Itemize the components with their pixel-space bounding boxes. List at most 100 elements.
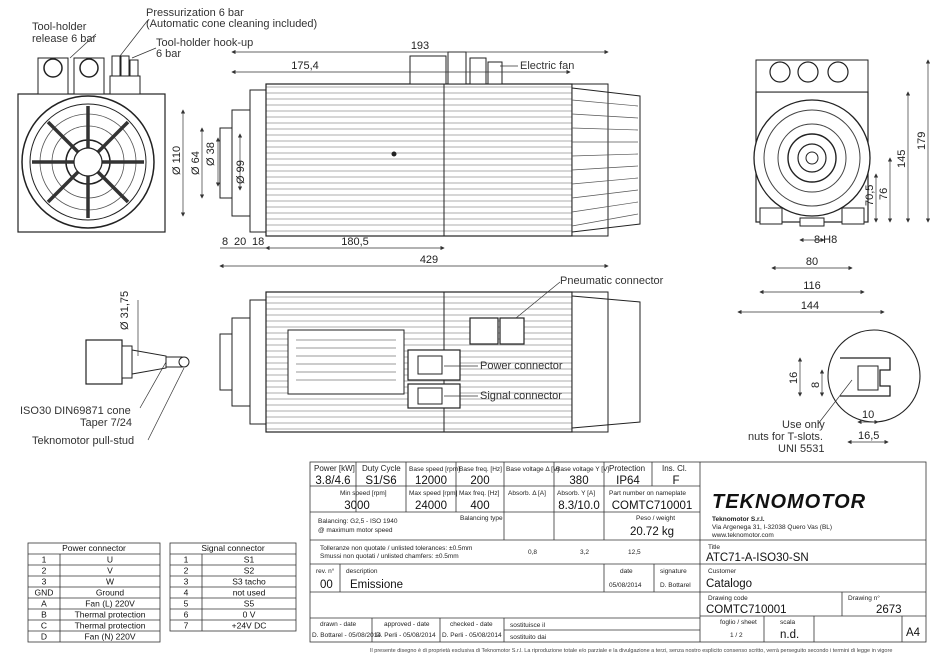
power-connector-pin: C xyxy=(41,621,47,631)
signal-connector-signal: S1 xyxy=(244,555,255,565)
tb-replaces: sostituisce il xyxy=(510,622,546,629)
tb-minspeed-h: Min speed [rpm] xyxy=(340,490,387,497)
signal-connector-signal: not used xyxy=(233,588,266,598)
tb-partno-h: Part number on nameplate xyxy=(609,490,686,497)
tb-drawno-h: Drawing n° xyxy=(848,594,880,602)
bottom-view xyxy=(219,291,641,433)
tb-baltype-h: Balancing type xyxy=(460,515,503,522)
dim-429: 429 xyxy=(420,254,438,266)
tb-ins-v: F xyxy=(672,475,679,487)
tb-rev-v: 00 xyxy=(320,579,333,591)
tb-customer-h: Customer xyxy=(708,568,737,575)
tb-drawcode-h: Drawing code xyxy=(708,595,748,602)
power-connector-pin: A xyxy=(41,599,47,609)
dim-dia38: Ø 38 xyxy=(205,142,217,166)
dim-193: 193 xyxy=(411,40,429,52)
tb-drawno-v: 2673 xyxy=(876,604,902,616)
signal-connector-title: Signal connector xyxy=(201,543,264,553)
tb-duty-v: S1/S6 xyxy=(365,475,396,487)
signal-connector-pin: 6 xyxy=(184,610,189,620)
power-connector-signal: Thermal protection xyxy=(75,621,146,631)
tb-date-h: date xyxy=(620,568,633,575)
label-pneumatic-connector: Pneumatic connector xyxy=(560,275,664,287)
dim-705: 70,5 xyxy=(864,185,876,206)
tb-company-web: www.teknomotor.com xyxy=(711,532,774,539)
tb-bvy-v: 380 xyxy=(569,475,588,487)
dim-16: 16 xyxy=(788,372,800,384)
tb-date-v: 05/08/2014 xyxy=(609,582,642,589)
label-iso30-1: ISO30 DIN69871 cone xyxy=(20,405,131,417)
tb-duty-h: Duty Cycle xyxy=(362,464,401,473)
tb-company-addr: Via Argenega 31, I-32038 Quero Vas (BL) xyxy=(712,524,832,531)
dim-20: 20 xyxy=(234,236,246,248)
tb-customer-v: Catalogo xyxy=(706,578,752,590)
tb-rev-h: rev. n° xyxy=(316,567,335,575)
tb-format: A4 xyxy=(906,627,921,639)
tb-approved-v: D. Perli - 05/08/2014 xyxy=(376,632,436,639)
signal-connector-pin: 3 xyxy=(184,577,189,587)
power-connector-title: Power connector xyxy=(62,543,126,553)
tb-balancing-2: @ maximum motor speed xyxy=(318,527,393,534)
tb-minspeed-v: 3000 xyxy=(344,500,370,512)
power-connector-pin: 1 xyxy=(42,555,47,565)
label-power-connector: Power connector xyxy=(480,360,563,372)
tb-bfreq-h: Base freq. [Hz] xyxy=(459,466,502,473)
tb-maxspeed-h: Max speed [rpm] xyxy=(409,490,458,497)
dim-8h8: 8 H8 xyxy=(814,234,837,246)
tb-prot-h: Protection xyxy=(609,464,645,473)
tb-drawcode-v: COMTC710001 xyxy=(706,604,787,616)
tb-checked-h: checked - date xyxy=(450,621,493,628)
dimension-lines xyxy=(69,19,931,445)
tb-footer: Il presente disegno è di proprietà esclu… xyxy=(370,648,892,654)
label-hookup-2: 6 bar xyxy=(156,48,181,60)
company-logo: TEKNOMOTOR xyxy=(712,491,866,513)
signal-connector-signal: S5 xyxy=(244,599,255,609)
tb-absd-h: Absorb. Δ [A] xyxy=(508,490,546,497)
dim-18: 18 xyxy=(252,236,264,248)
tb-desc-v: Emissione xyxy=(350,579,403,591)
front-view xyxy=(17,55,166,233)
tb-scale-h: scala xyxy=(780,619,796,626)
signal-connector-pin: 7 xyxy=(184,621,189,631)
tb-absy-h: Absorb. Y [A] xyxy=(557,490,595,497)
tb-sheet-h: foglio / sheet xyxy=(720,619,757,626)
signal-connector-signal: 0 V xyxy=(243,610,256,620)
tb-desc-h: description xyxy=(346,568,378,575)
dim-dia64: Ø 64 xyxy=(190,151,202,175)
tb-power-v: 3.8/4.6 xyxy=(315,475,350,487)
power-connector-pin: GND xyxy=(35,588,54,598)
signal-connector-pin: 5 xyxy=(184,599,189,609)
dim-dia99: Ø 99 xyxy=(235,160,247,184)
tool-holder-cone xyxy=(85,339,190,385)
power-connector-pin: D xyxy=(41,632,47,642)
tb-ins-h: Ins. Cl. xyxy=(662,464,687,473)
tb-maxfreq-h: Max freq. [Hz] xyxy=(459,490,500,497)
dim-179: 179 xyxy=(916,132,928,150)
dim-76: 76 xyxy=(878,188,890,200)
tb-scale-v: n.d. xyxy=(780,629,799,641)
tb-rough-2: 3,2 xyxy=(580,549,589,556)
tb-absy-v: 8.3/10.0 xyxy=(558,500,600,512)
label-pullstud: Teknomotor pull-stud xyxy=(32,435,134,447)
tb-balancing-1: Balancing: G2,5 - ISO 1940 xyxy=(318,518,398,525)
dim-116: 116 xyxy=(803,280,821,292)
tb-title-h: Title xyxy=(708,544,720,551)
tb-bvd-h: Base voltage Δ [V] xyxy=(506,466,559,473)
tb-title-v: ATC71-A-ISO30-SN xyxy=(706,552,809,564)
tb-replaced-by: sostituito dai xyxy=(510,634,546,641)
power-connector-signal: Ground xyxy=(96,588,125,598)
tb-partno-v: COMTC710001 xyxy=(612,500,693,512)
power-connector-signal: Fan (L) 220V xyxy=(85,599,135,609)
dim-dia3175: Ø 31,75 xyxy=(119,291,131,330)
side-view xyxy=(219,51,641,237)
power-connector-pin: B xyxy=(41,610,47,620)
tb-drawn-v: D. Bottarel - 05/08/2014 xyxy=(312,632,381,639)
tb-bfreq-v: 200 xyxy=(470,475,489,487)
dim-8: 8 xyxy=(222,236,228,248)
dim-80: 80 xyxy=(806,256,818,268)
